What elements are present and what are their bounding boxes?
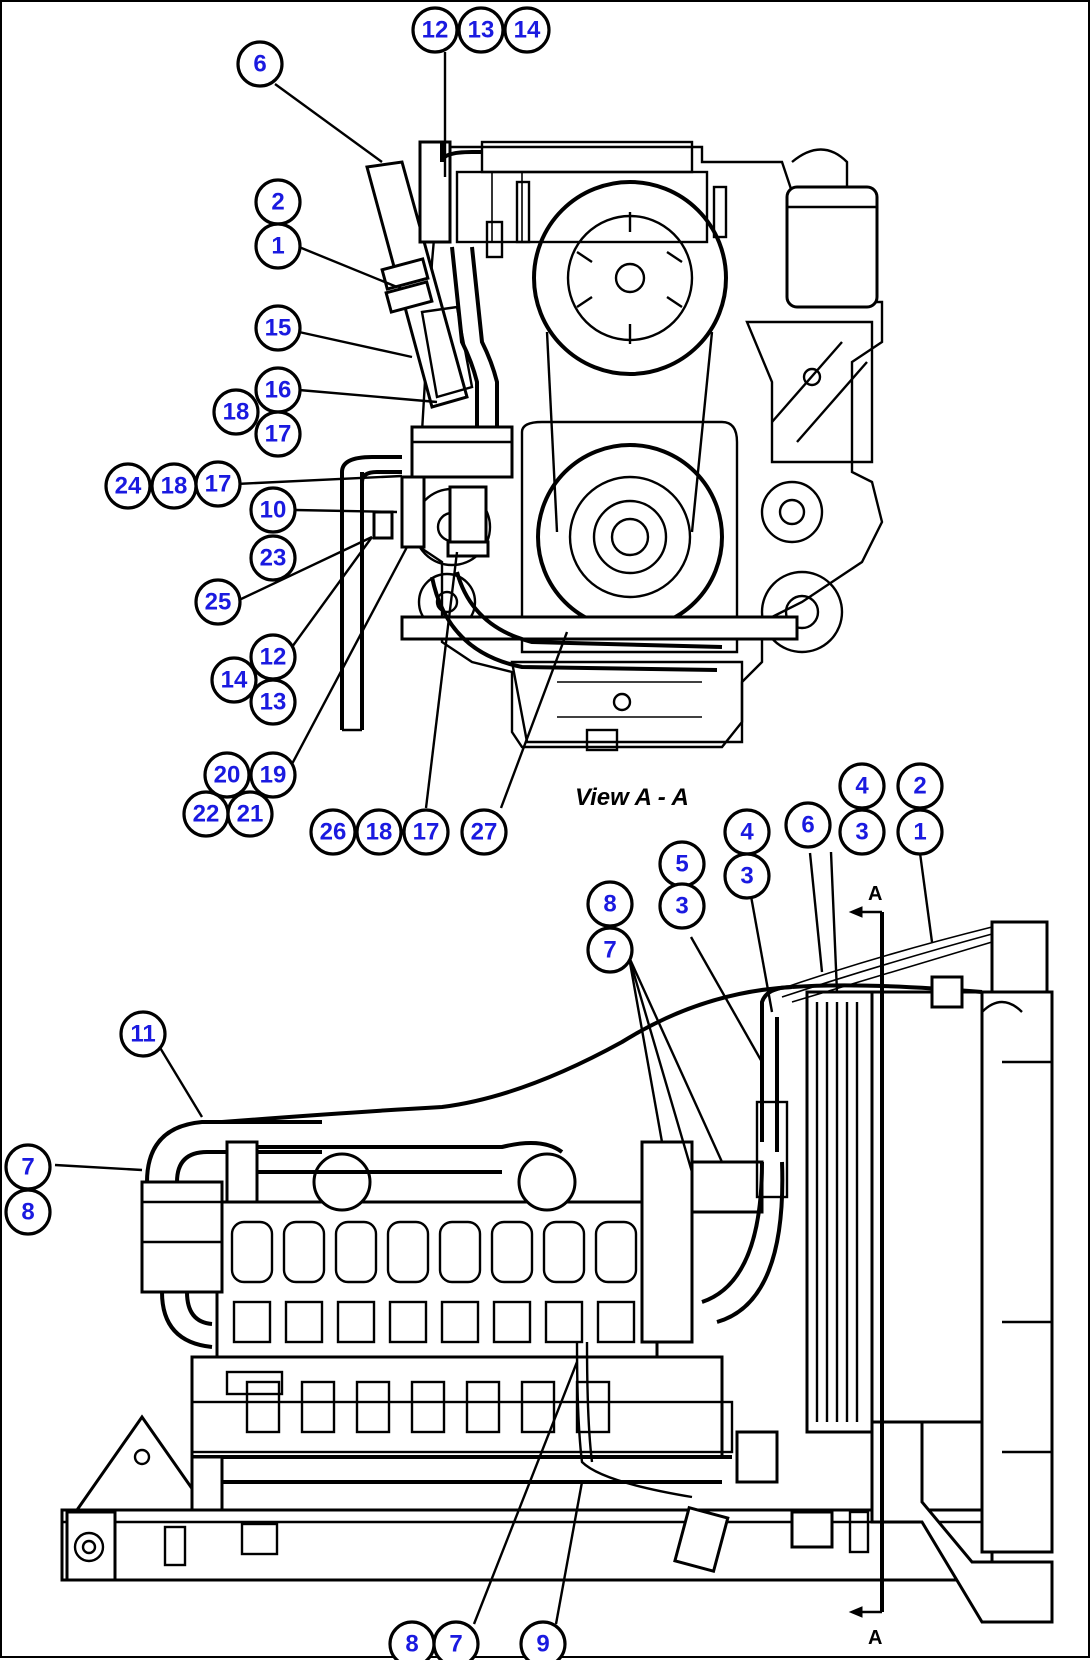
callout-4[interactable]: 4: [838, 762, 886, 810]
callout-7[interactable]: 7: [586, 926, 634, 974]
callout-17[interactable]: 17: [194, 460, 242, 508]
callout-3[interactable]: 3: [723, 852, 771, 900]
callout-label: 7: [603, 937, 616, 964]
callout-label: 9: [536, 1631, 549, 1658]
callout-label: 3: [855, 819, 868, 846]
callout-label: 8: [405, 1631, 418, 1658]
callouts-bottom: 4 2 4 6 3 1 5 3 8 3 7 11 7 8 8 7 9: [4, 762, 944, 1660]
callout-1[interactable]: 1: [254, 222, 302, 270]
callout-14[interactable]: 14: [210, 656, 258, 704]
callout-20[interactable]: 20: [203, 751, 251, 799]
callout-label: 3: [740, 863, 753, 890]
callout-4[interactable]: 4: [723, 808, 771, 856]
callout-21[interactable]: 21: [226, 790, 274, 838]
callout-13[interactable]: 13: [249, 678, 297, 726]
callout-10[interactable]: 10: [249, 486, 297, 534]
callout-25[interactable]: 25: [194, 578, 242, 626]
callout-label: 4: [855, 773, 869, 800]
callout-label: 13: [468, 17, 495, 44]
callout-label: 2: [913, 773, 926, 800]
callout-label: 6: [253, 51, 266, 78]
callout-12[interactable]: 12: [249, 633, 297, 681]
engine-side-view: [60, 920, 1054, 1624]
callout-label: 6: [801, 812, 814, 839]
section-line-a: A A: [848, 883, 884, 1649]
callout-label: 17: [265, 421, 292, 448]
callout-27[interactable]: 27: [460, 808, 508, 856]
callout-label: 21: [237, 801, 264, 828]
callout-22[interactable]: 22: [182, 790, 230, 838]
callout-label: 24: [115, 473, 142, 500]
callout-label: 8: [21, 1199, 34, 1226]
callout-label: 8: [603, 891, 616, 918]
section-marker-bottom: A: [868, 1627, 882, 1649]
callout-8[interactable]: 8: [4, 1188, 52, 1236]
callout-label: 10: [260, 497, 287, 524]
callout-label: 12: [260, 644, 287, 671]
callout-19[interactable]: 19: [249, 751, 297, 799]
callout-label: 17: [205, 471, 232, 498]
callout-label: 11: [130, 1021, 155, 1048]
callout-label: 25: [205, 589, 232, 616]
callout-label: 16: [265, 377, 292, 404]
callout-label: 2: [271, 189, 284, 216]
callout-7[interactable]: 7: [432, 1620, 480, 1660]
callout-11[interactable]: 11: [119, 1010, 167, 1058]
callout-1[interactable]: 1: [896, 808, 944, 856]
callout-label: 17: [413, 819, 440, 846]
callout-12[interactable]: 12: [411, 6, 459, 54]
callout-label: 23: [260, 545, 287, 572]
callout-8[interactable]: 8: [586, 880, 634, 928]
callout-16[interactable]: 16: [254, 366, 302, 414]
callout-5[interactable]: 5: [658, 840, 706, 888]
callout-6[interactable]: 6: [236, 40, 284, 88]
callout-label: 3: [675, 893, 688, 920]
callout-label: 5: [675, 851, 688, 878]
callout-26[interactable]: 26: [309, 808, 357, 856]
callout-6[interactable]: 6: [784, 801, 832, 849]
callout-label: 19: [260, 762, 287, 789]
callout-15[interactable]: 15: [254, 304, 302, 352]
callout-label: 15: [265, 315, 292, 342]
callout-label: 13: [260, 689, 287, 716]
callout-label: 14: [514, 17, 541, 44]
callout-13[interactable]: 13: [457, 6, 505, 54]
callout-label: 14: [221, 667, 248, 694]
callout-8[interactable]: 8: [388, 1620, 436, 1660]
callout-18[interactable]: 18: [150, 462, 198, 510]
callout-label: 18: [161, 473, 188, 500]
callout-14[interactable]: 14: [503, 6, 551, 54]
callout-2[interactable]: 2: [896, 762, 944, 810]
callout-label: 7: [21, 1154, 34, 1181]
callout-label: 18: [366, 819, 393, 846]
callout-label: 4: [740, 819, 754, 846]
callout-18[interactable]: 18: [212, 388, 260, 436]
callout-label: 20: [214, 762, 241, 789]
view-label: View A - A: [575, 784, 689, 811]
callout-label: 18: [223, 399, 250, 426]
callout-17[interactable]: 17: [402, 808, 450, 856]
callout-label: 12: [422, 17, 449, 44]
section-marker-top: A: [868, 883, 882, 905]
leader-lines: [54, 52, 934, 1625]
callout-label: 1: [271, 233, 284, 260]
callout-24[interactable]: 24: [104, 462, 152, 510]
callout-18[interactable]: 18: [355, 808, 403, 856]
callout-7[interactable]: 7: [4, 1143, 52, 1191]
callout-23[interactable]: 23: [249, 534, 297, 582]
callout-label: 26: [320, 819, 347, 846]
callout-2[interactable]: 2: [254, 178, 302, 226]
callout-label: 27: [471, 819, 498, 846]
callout-9[interactable]: 9: [519, 1620, 567, 1660]
callout-3[interactable]: 3: [658, 882, 706, 930]
callout-17[interactable]: 17: [254, 410, 302, 458]
callout-label: 1: [913, 819, 926, 846]
engine-end-view: [340, 140, 884, 752]
callout-label: 7: [449, 1631, 462, 1658]
callout-3[interactable]: 3: [838, 808, 886, 856]
callout-label: 22: [193, 801, 220, 828]
callouts-top: 12 13 14 6 2 1 15 16 18 17 24 18 17 10 2…: [104, 6, 551, 856]
